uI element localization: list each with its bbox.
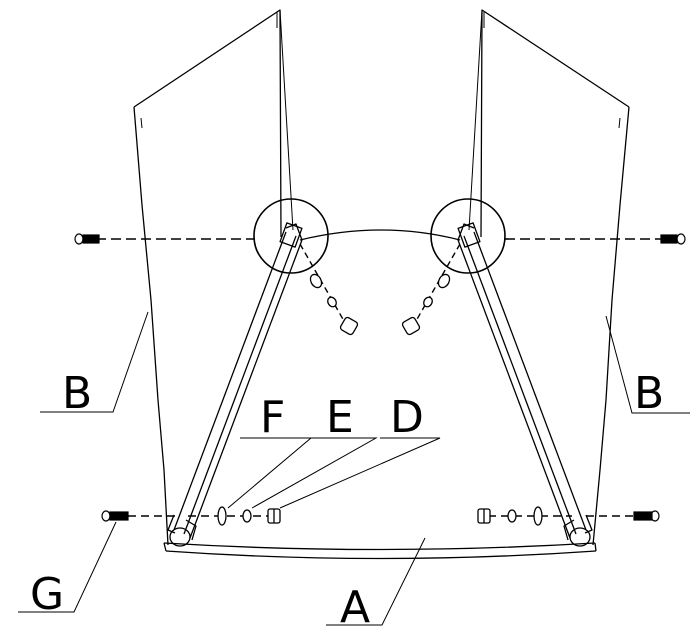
nut-d xyxy=(267,508,281,524)
leader-f xyxy=(227,437,313,509)
label-d: D xyxy=(390,392,424,443)
label-e: E xyxy=(326,392,354,443)
leader-b-left xyxy=(40,311,149,413)
screw-bottom-right xyxy=(633,510,660,522)
label-a: A xyxy=(340,582,370,628)
screw-g xyxy=(101,510,129,522)
right-panel-b xyxy=(468,9,630,546)
left-detail-circle xyxy=(253,198,329,274)
left-panel-b xyxy=(133,9,294,546)
left-top-hardware xyxy=(309,273,359,336)
washer-f xyxy=(217,506,227,526)
label-g: G xyxy=(30,569,64,620)
leader-a xyxy=(326,537,426,626)
right-detail-circle xyxy=(430,198,506,274)
leader-g xyxy=(18,521,117,613)
screw-top-left xyxy=(74,233,100,245)
leader-b-right xyxy=(605,315,690,414)
left-diagonal-rail xyxy=(167,222,303,547)
bottom-panel-a xyxy=(163,542,597,560)
leader-e xyxy=(251,437,378,509)
right-top-hardware xyxy=(401,273,451,336)
screw-top-right xyxy=(660,233,686,245)
right-diagonal-rail xyxy=(457,222,593,547)
label-b-left: B xyxy=(62,368,92,419)
right-bottom-hardware xyxy=(477,506,543,526)
label-f: F xyxy=(260,392,285,443)
lock-washer-e xyxy=(242,509,252,523)
label-b-right: B xyxy=(634,368,664,419)
leader-d xyxy=(279,437,441,509)
